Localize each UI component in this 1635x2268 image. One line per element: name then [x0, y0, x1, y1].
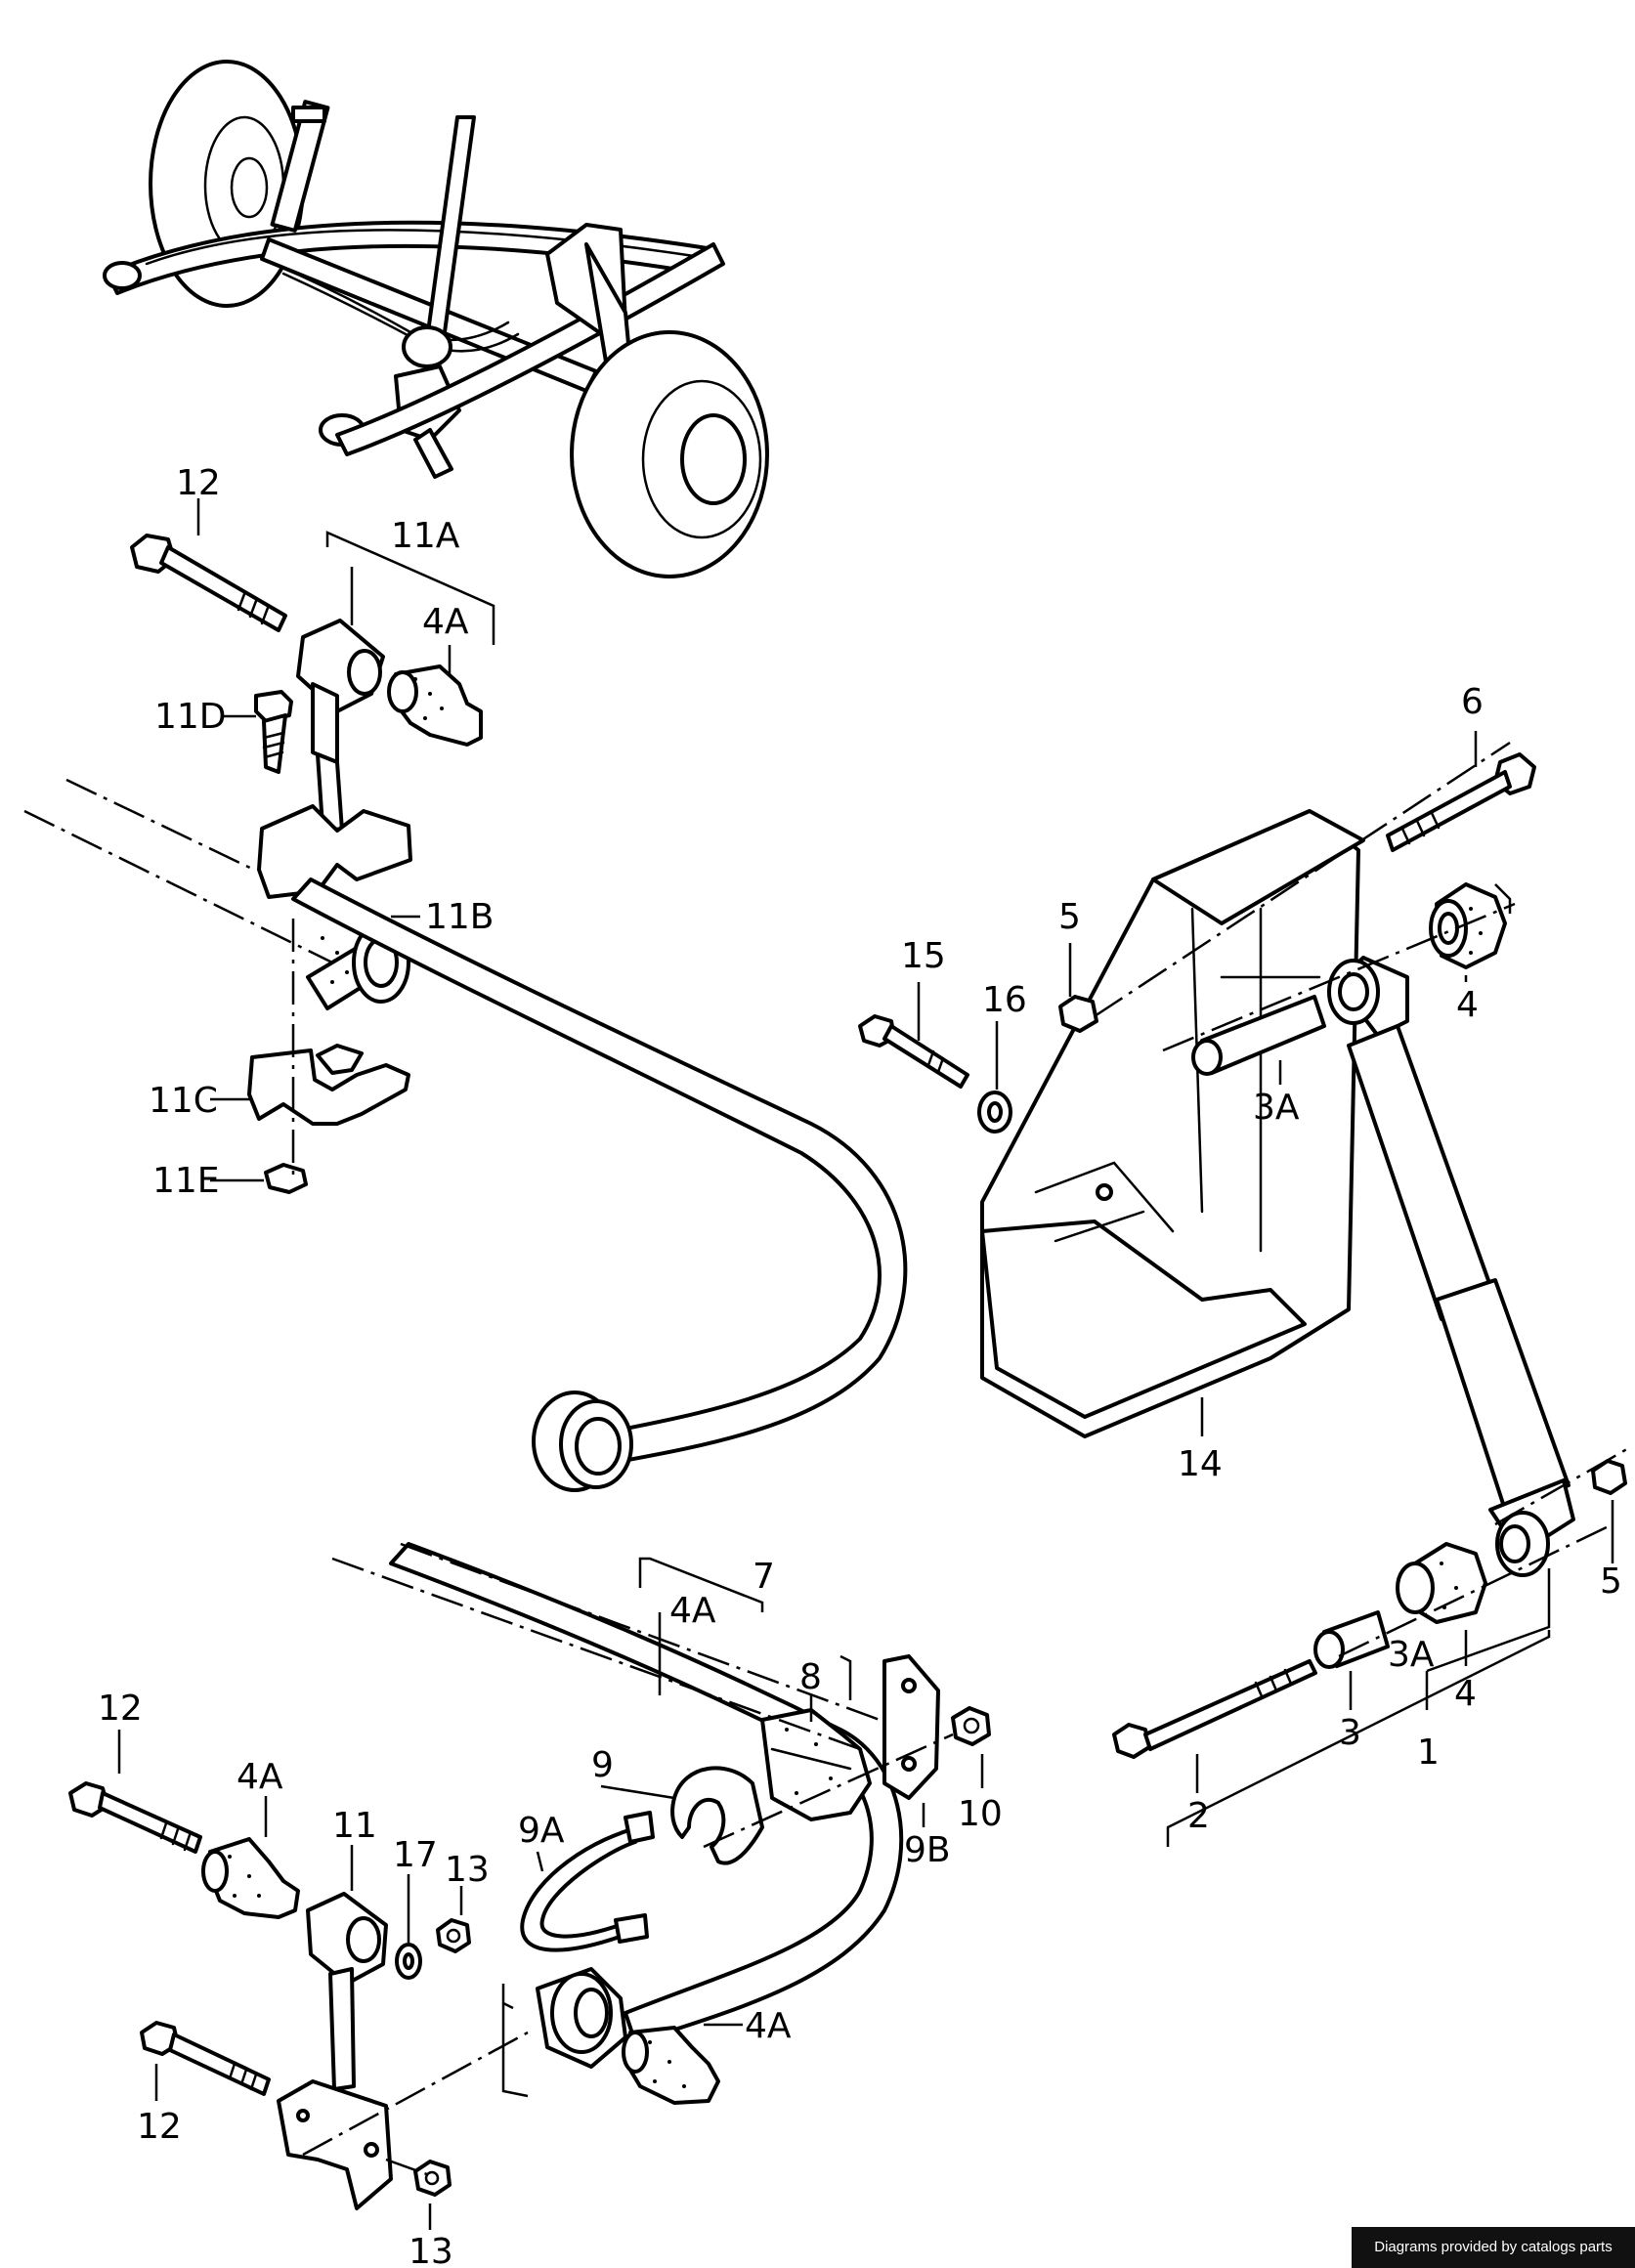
bush-4A-bottom-left: [201, 1837, 300, 1919]
credit-banner: Diagrams provided by catalogs parts: [1352, 2227, 1635, 2268]
callout-9B: 9B: [904, 1830, 951, 1870]
callout-12-bottom-a: 12: [98, 1689, 143, 1729]
bush-4A-top: [387, 664, 483, 747]
spacer-3: [1313, 1610, 1390, 1669]
callout-9: 9: [591, 1745, 614, 1785]
washer-16: [977, 1091, 1012, 1134]
nut-13-lower: [413, 2160, 452, 2197]
callout-11: 11: [332, 1806, 377, 1846]
callout-11D: 11D: [154, 697, 227, 737]
callout-5-bottom: 5: [1600, 1562, 1622, 1602]
bolt-12-top: [130, 534, 287, 632]
shock-bracket-14: [980, 809, 1365, 1438]
bush-4-bottom: [1396, 1542, 1487, 1624]
leader-lines: [117, 498, 1614, 2230]
callout-6: 6: [1461, 682, 1484, 722]
bolt-15: [858, 1014, 969, 1089]
callout-1: 1: [1417, 1733, 1440, 1773]
callout-12-bottom-b: 12: [137, 2107, 182, 2147]
stabilizer-link-11: [277, 1892, 393, 2210]
callout-4A-group: 4A: [669, 1591, 716, 1631]
nut-11E: [264, 1163, 308, 1194]
spacer-3A-top: [1191, 995, 1326, 1076]
callout-5-top: 5: [1058, 897, 1081, 937]
bush-9: [670, 1766, 764, 1865]
nut-13-upper: [436, 1918, 471, 1953]
callout-3: 3: [1339, 1713, 1361, 1753]
bolt-2: [1112, 1659, 1317, 1759]
stabilizer-bar-top: [291, 877, 908, 1492]
callout-4A-bottom-left: 4A: [237, 1757, 283, 1797]
callout-7: 7: [753, 1557, 775, 1597]
callout-8: 8: [799, 1657, 822, 1697]
center-lines: [23, 741, 1633, 2179]
callout-4A-top: 4A: [422, 602, 469, 642]
nut-10: [951, 1706, 991, 1746]
u-bolt-9A: [520, 1811, 655, 1952]
shock-absorber: [1327, 956, 1575, 1577]
callout-labels: 12 11A 4A 11D 11B 11C 11E 6 5 4 15 16 3A…: [98, 463, 1622, 2268]
bolt-12-bottom-a: [68, 1781, 202, 1854]
callout-14: 14: [1178, 1444, 1223, 1484]
bush-4A-bottom-right: [536, 1967, 720, 2105]
bracket-11C: [247, 1044, 410, 1126]
callout-4-bottom: 4: [1454, 1674, 1477, 1714]
callout-3A-top: 3A: [1253, 1088, 1300, 1128]
callout-15: 15: [901, 936, 946, 976]
callout-13-upper: 13: [445, 1850, 490, 1890]
callout-3A-bottom: 3A: [1388, 1635, 1435, 1675]
clamp-8: [760, 1708, 872, 1821]
callout-9A: 9A: [518, 1811, 565, 1851]
callout-11C: 11C: [149, 1081, 218, 1121]
bush-4-top: [1429, 882, 1507, 969]
bolt-11D: [254, 690, 293, 774]
bolt-12-bottom-b: [140, 2021, 271, 2096]
washer-17: [395, 1943, 422, 1980]
callout-17: 17: [393, 1835, 438, 1875]
callout-11E: 11E: [152, 1161, 220, 1201]
nut-5-top: [1058, 995, 1098, 1033]
callout-10: 10: [958, 1794, 1003, 1834]
callout-4-top: 4: [1456, 985, 1479, 1025]
callout-4A-bottom-right: 4A: [745, 2006, 792, 2046]
callout-13-lower: 13: [409, 2232, 453, 2268]
plate-9B: [882, 1654, 940, 1800]
callout-11A: 11A: [391, 516, 460, 556]
bolt-6: [1386, 752, 1536, 852]
callout-2: 2: [1187, 1796, 1210, 1836]
callout-16: 16: [982, 980, 1027, 1020]
stabilizer-link-11A: [296, 619, 385, 833]
callout-11B: 11B: [425, 897, 495, 937]
callout-12-top: 12: [176, 463, 221, 503]
axle-overview-illustration: [103, 60, 769, 578]
